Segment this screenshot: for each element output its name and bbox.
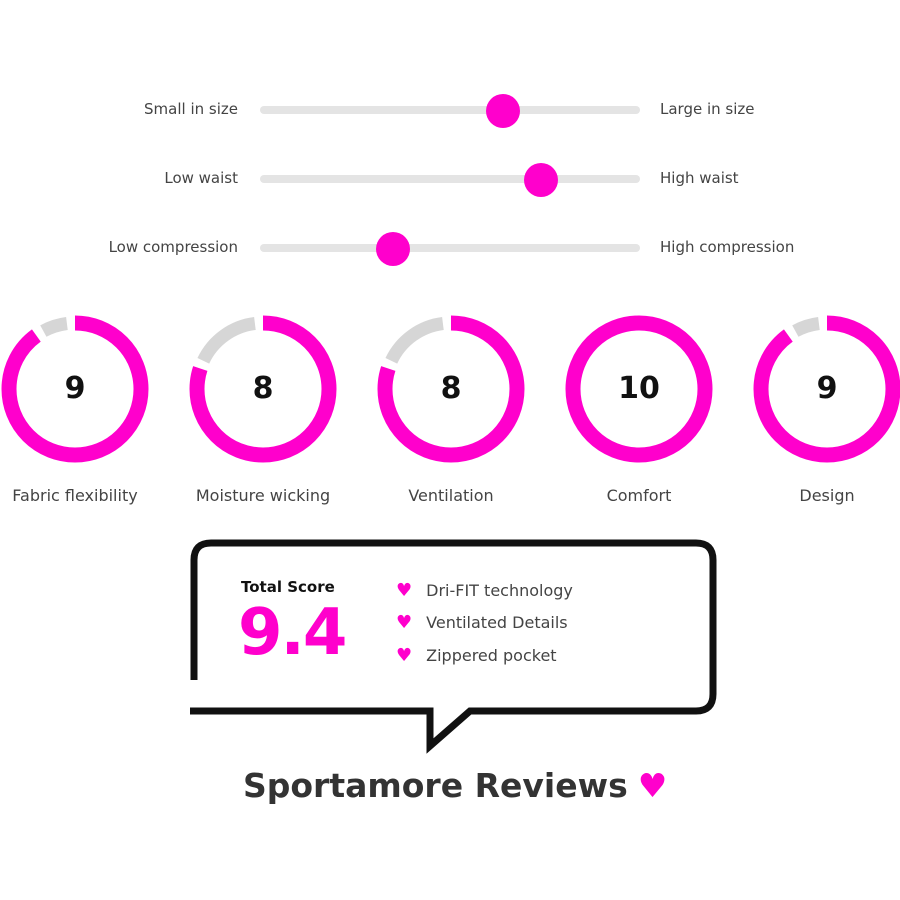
rating-score: 8	[440, 371, 462, 406]
feature-text: Ventilated Details	[426, 613, 568, 632]
rating-label: Fabric flexibility	[12, 486, 138, 505]
rating-ring: 9	[0, 314, 150, 464]
ring-chart	[1, 315, 149, 463]
rating-score: 9	[64, 371, 86, 406]
feature-item: ♥ Dri-FIT technology	[396, 580, 573, 601]
slider-track[interactable]	[260, 94, 640, 128]
rating-score: 10	[618, 371, 660, 406]
slider-right-label: High waist	[660, 169, 739, 187]
ring-chart	[377, 315, 525, 463]
heart-icon: ♥	[637, 766, 668, 805]
feature-item: ♥ Ventilated Details	[396, 612, 568, 633]
rating-label: Comfort	[606, 486, 672, 505]
ring-fill	[753, 315, 900, 463]
feature-text: Dri-FIT technology	[426, 581, 573, 600]
ring-fill	[377, 315, 525, 463]
slider-knob[interactable]	[486, 94, 521, 128]
ring-chart	[189, 315, 337, 463]
slider-knob[interactable]	[376, 232, 410, 266]
slider-right-label: High compression	[660, 238, 795, 256]
feature-text: Zippered pocket	[426, 646, 557, 665]
slider-right-label: Large in size	[660, 100, 755, 118]
slider-left-label: Low waist	[164, 169, 238, 187]
rating-label: Moisture wicking	[195, 486, 331, 505]
brand-title: Sportamore Reviews♥	[243, 766, 667, 805]
rating-label: Design	[799, 486, 855, 505]
slider-left-label: Small in size	[144, 100, 238, 118]
heart-icon: ♥	[396, 612, 413, 633]
rating-ring: 8	[188, 314, 338, 464]
heart-icon: ♥	[396, 645, 413, 666]
rating-label: Ventilation	[408, 486, 494, 505]
brand-text: Sportamore Reviews	[243, 766, 628, 805]
ring-fill	[189, 315, 337, 463]
ring-chart	[565, 315, 713, 463]
feature-item: ♥ Zippered pocket	[396, 645, 557, 666]
rating-ring: 10	[564, 314, 714, 464]
rating-ring: 9	[752, 314, 900, 464]
slider-size: Small in size Large in size	[0, 90, 900, 130]
slider-track[interactable]	[260, 232, 640, 266]
heart-icon: ♥	[396, 580, 413, 601]
total-score-label: Total Score	[241, 578, 335, 596]
total-score-value: 9.4	[238, 596, 347, 670]
slider-left-label: Low compression	[108, 238, 238, 256]
rating-score: 9	[816, 371, 838, 406]
slider-waist: Low waist High waist	[0, 159, 900, 199]
rating-ring: 8	[376, 314, 526, 464]
ring-fill	[565, 315, 713, 463]
ring-fill	[1, 315, 149, 463]
slider-compression: Low compression High compression	[0, 228, 900, 268]
rating-score: 8	[252, 371, 274, 406]
ring-chart	[753, 315, 900, 463]
slider-knob[interactable]	[524, 163, 559, 197]
slider-track[interactable]	[260, 163, 640, 197]
